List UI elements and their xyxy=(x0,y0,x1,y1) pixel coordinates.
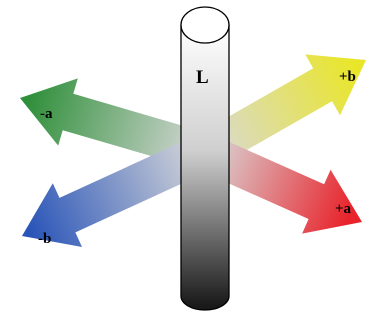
label-blue-axis: -b xyxy=(38,231,51,247)
lightness-cylinder xyxy=(180,6,230,311)
lightness-cylinder-top xyxy=(180,6,230,44)
label-red-axis: +a xyxy=(335,201,352,217)
blue-arrow xyxy=(22,134,213,247)
axis-arrows xyxy=(20,54,366,247)
label-yellow-axis: +b xyxy=(339,69,356,85)
yellow-arrow xyxy=(195,54,366,169)
label-green-axis: -a xyxy=(40,106,53,122)
lightness-cylinder-body xyxy=(180,24,230,311)
label-lightness: L xyxy=(196,67,209,88)
red-arrow xyxy=(197,134,362,234)
green-arrow xyxy=(20,78,211,171)
